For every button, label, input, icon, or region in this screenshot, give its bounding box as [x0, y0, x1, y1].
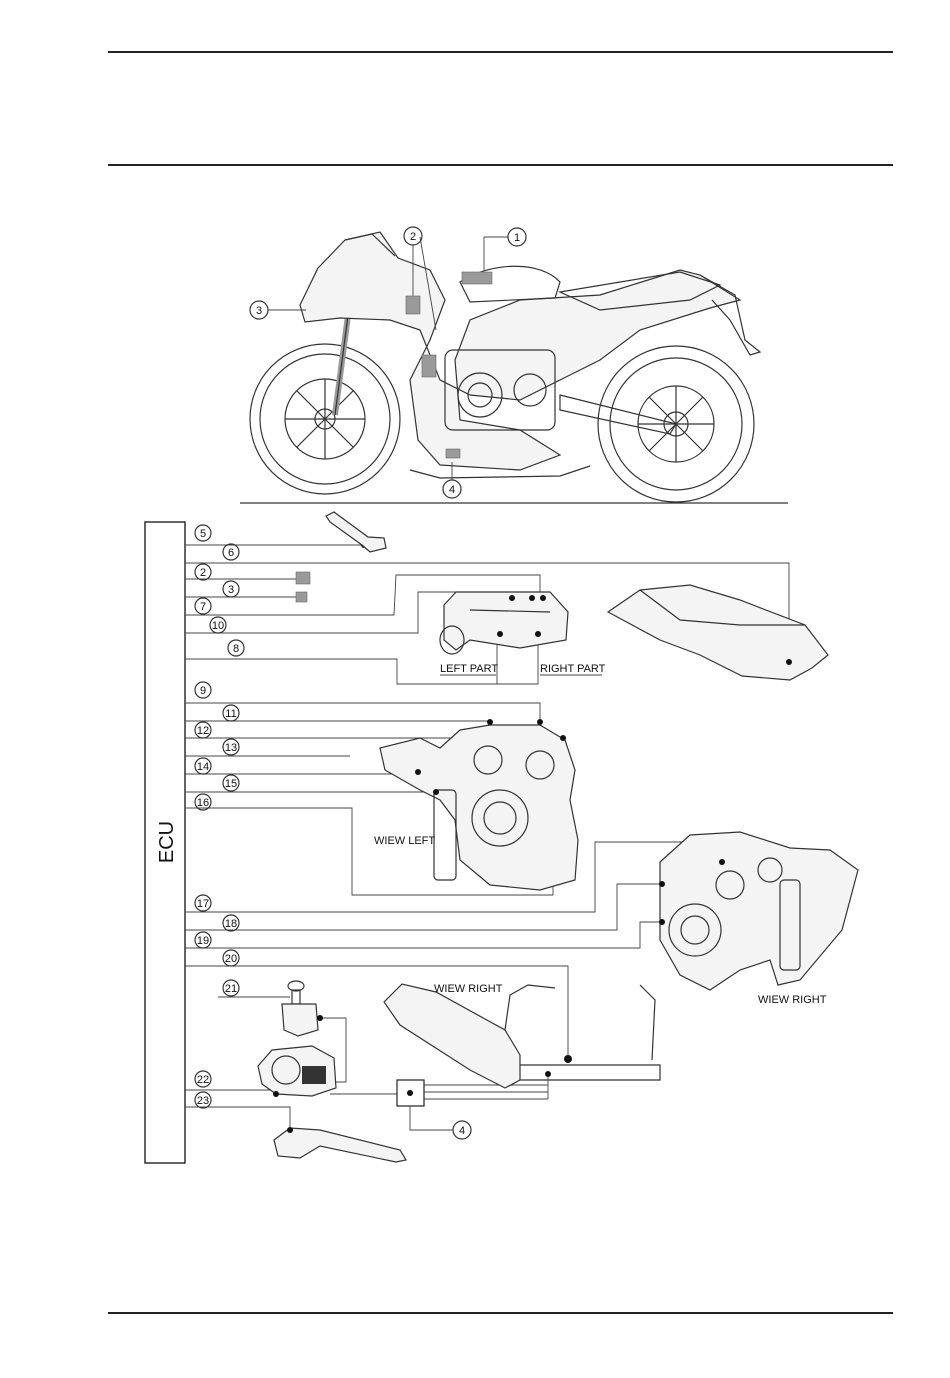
callout-8: 8: [228, 640, 244, 656]
ecu-box: ECU: [145, 522, 185, 1163]
svg-text:14: 14: [197, 761, 209, 773]
ecu-label: ECU: [156, 821, 178, 863]
svg-text:5: 5: [200, 528, 206, 540]
svg-text:4: 4: [459, 1125, 465, 1137]
label-swatch-3: [422, 355, 436, 377]
callout-10: 10: [210, 617, 226, 633]
callout-bike-1-text: 1: [514, 232, 520, 244]
callout-14: 14: [195, 758, 211, 774]
view-left-label: WIEW LEFT: [374, 835, 435, 847]
svg-text:16: 16: [197, 797, 209, 809]
label-swatch-3-small: [296, 592, 307, 602]
callout-5: 5: [195, 525, 211, 541]
front-wheel: [250, 344, 400, 494]
svg-text:17: 17: [197, 898, 209, 910]
left-part-label: LEFT PART: [440, 663, 498, 675]
right-part-label: RIGHT PART: [540, 663, 606, 675]
svg-text:22: 22: [197, 1074, 209, 1086]
label-swatch-4: [446, 449, 460, 458]
callout-23: 23: [195, 1092, 211, 1108]
callout-16: 16: [195, 794, 211, 810]
callout-20: 20: [223, 950, 239, 966]
view-right-engine-label: WIEW RIGHT: [758, 994, 827, 1006]
svg-text:6: 6: [228, 547, 234, 559]
ignition-switch: [282, 981, 323, 1036]
callout-bike-4-text: 4: [449, 484, 455, 496]
callout-2: 2: [195, 564, 211, 580]
instrument-cluster: [258, 1046, 336, 1097]
svg-text:18: 18: [225, 918, 237, 930]
svg-text:13: 13: [225, 742, 237, 754]
svg-text:8: 8: [233, 643, 239, 655]
svg-text:2: 2: [200, 567, 206, 579]
engine-right-view: [659, 832, 858, 990]
motorcycle-illustration: 1 2 3 4: [240, 227, 788, 503]
exhaust: [384, 984, 660, 1088]
callout-19: 19: [195, 932, 211, 948]
svg-text:11: 11: [225, 708, 236, 720]
svg-text:23: 23: [197, 1095, 209, 1107]
callout-bike-3-text: 3: [256, 305, 262, 317]
callout-22: 22: [195, 1071, 211, 1087]
callout-6: 6: [223, 544, 239, 560]
svg-text:10: 10: [212, 620, 224, 632]
callout-15: 15: [223, 775, 239, 791]
tail-section: [608, 585, 828, 680]
callout-3: 3: [223, 581, 239, 597]
svg-text:12: 12: [197, 725, 209, 737]
callout-11: 11: [223, 705, 239, 721]
side-stand: [274, 1127, 406, 1162]
callout-12: 12: [195, 722, 211, 738]
svg-text:20: 20: [225, 953, 237, 965]
engine-left-view: [380, 719, 578, 890]
svg-text:15: 15: [225, 778, 237, 790]
svg-text:19: 19: [197, 935, 209, 947]
label-swatch-2-small: [296, 572, 310, 584]
svg-text:9: 9: [200, 685, 206, 697]
label-swatch-2: [406, 296, 420, 314]
callout-9: 9: [195, 682, 211, 698]
fairing: [300, 232, 740, 470]
callout-bike-2-text: 2: [410, 231, 416, 243]
airbox: [440, 592, 568, 654]
callout-13: 13: [223, 739, 239, 755]
clutch-lever: [326, 512, 386, 552]
svg-text:21: 21: [225, 983, 237, 995]
view-right-exhaust-label: WIEW RIGHT: [434, 983, 503, 995]
callout-18: 18: [223, 915, 239, 931]
callout-module-4: 4: [453, 1121, 471, 1139]
label-swatch-1: [462, 272, 492, 284]
wire-callouts: 5 6 2 3 7 10 8 9 11 12 13 14 15 16 17 18…: [195, 525, 471, 1139]
callout-21: 21: [223, 980, 239, 996]
svg-text:3: 3: [228, 584, 234, 596]
callout-17: 17: [195, 895, 211, 911]
svg-text:7: 7: [200, 601, 206, 613]
callout-7: 7: [195, 598, 211, 614]
